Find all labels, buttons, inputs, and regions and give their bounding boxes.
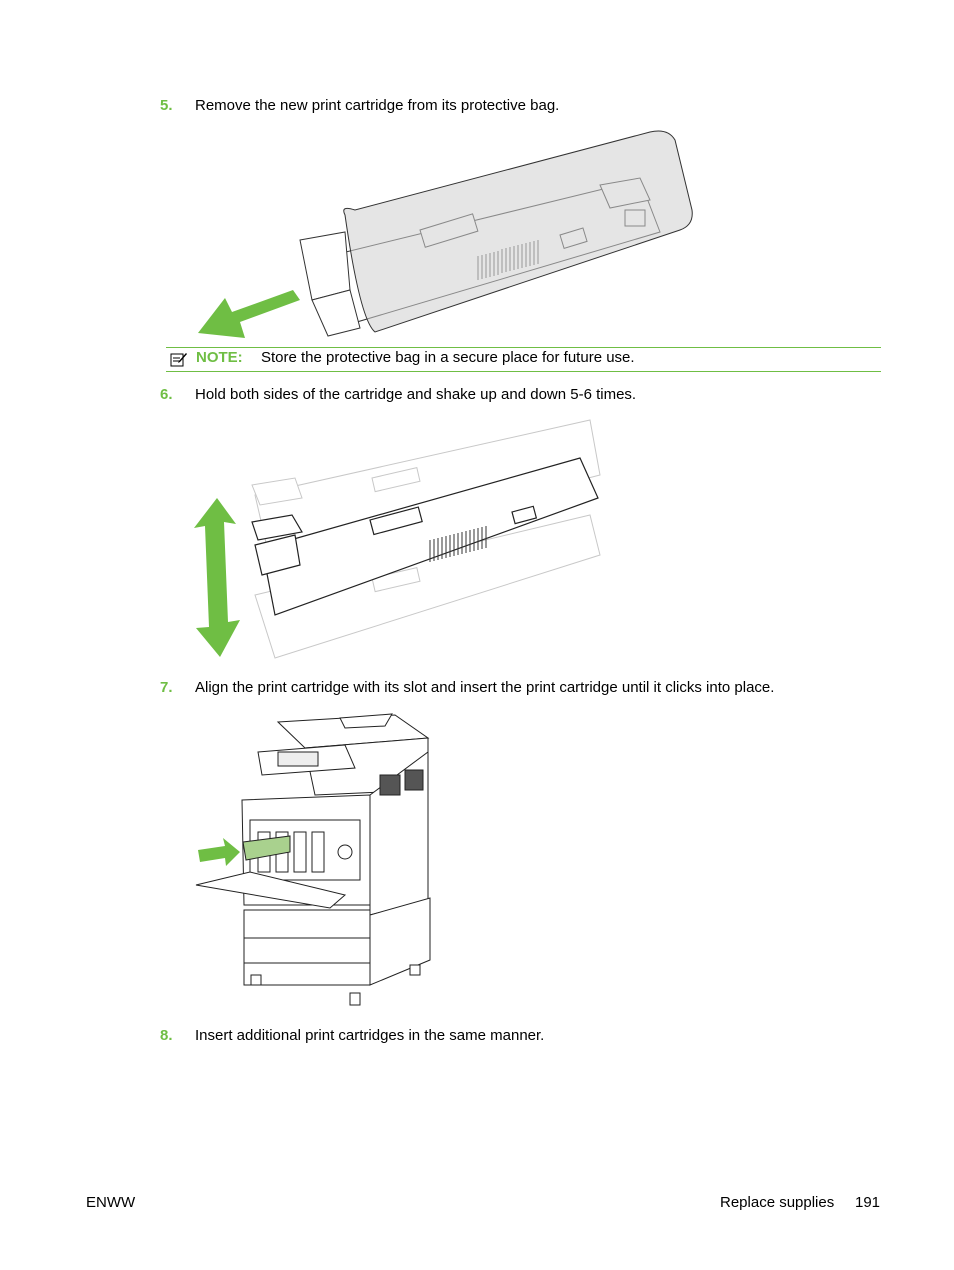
step-8-text: Insert additional print cartridges in th… [195, 1027, 545, 1044]
note-pencil-icon [170, 353, 187, 367]
note-box: NOTE: Store the protective bag in a secu… [166, 347, 881, 372]
step-7-number: 7. [160, 679, 173, 696]
footer-page-number: 191 [855, 1194, 881, 1211]
step-8-number: 8. [160, 1027, 173, 1044]
arrow-left-icon [198, 290, 300, 338]
step-5-text: Remove the new print cartridge from its … [195, 97, 560, 114]
footer-section-title: Replace supplies [720, 1194, 835, 1211]
step-5-number: 5. [160, 97, 173, 114]
footer-doc-id: ENWW [86, 1194, 136, 1211]
step-6-number: 6. [160, 386, 173, 403]
step-7-text: Align the print cartridge with its slot … [195, 679, 775, 696]
up-down-arrow-icon [194, 498, 240, 657]
note-text: Store the protective bag in a secure pla… [261, 349, 635, 366]
step-6-text: Hold both sides of the cartridge and sha… [195, 386, 637, 403]
note-label: NOTE: [196, 349, 243, 366]
arrow-right-icon [198, 838, 240, 866]
